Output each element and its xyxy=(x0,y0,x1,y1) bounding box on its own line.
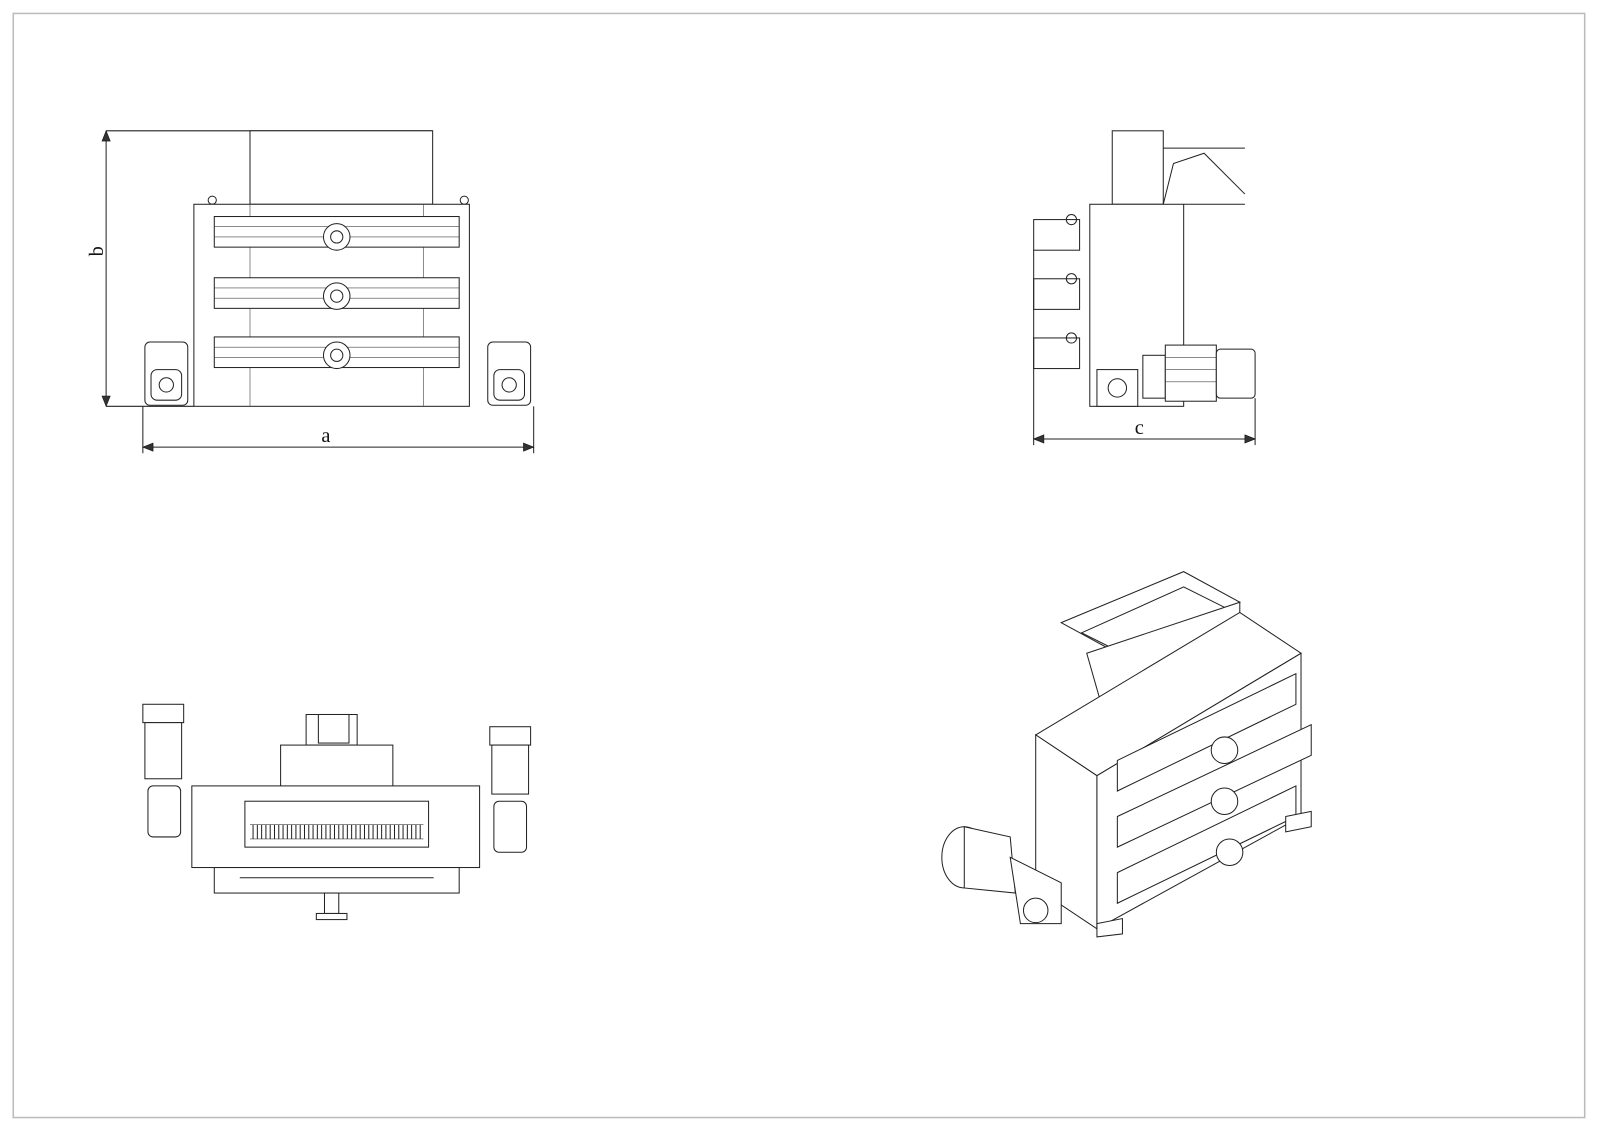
dimension-label-a: a xyxy=(321,425,330,447)
side-brackets xyxy=(1033,213,1081,370)
left-gear-motor xyxy=(144,341,189,406)
side-motor xyxy=(1096,344,1256,407)
top-left-motor xyxy=(142,703,185,838)
top-view xyxy=(142,703,532,921)
isometric-view xyxy=(941,571,1312,938)
iso-slide-bars xyxy=(1116,672,1312,905)
sheet-border xyxy=(12,12,1586,1119)
side-view: c xyxy=(1032,130,1256,446)
top-right-motor xyxy=(489,726,532,853)
slide-bars xyxy=(213,216,460,370)
screen-teeth xyxy=(252,824,421,839)
front-view: a b xyxy=(86,129,535,454)
right-gear-motor xyxy=(487,341,532,406)
iso-motor xyxy=(941,826,1062,925)
dimension-label-b: b xyxy=(86,246,108,256)
dimension-label-c: c xyxy=(1135,417,1144,439)
